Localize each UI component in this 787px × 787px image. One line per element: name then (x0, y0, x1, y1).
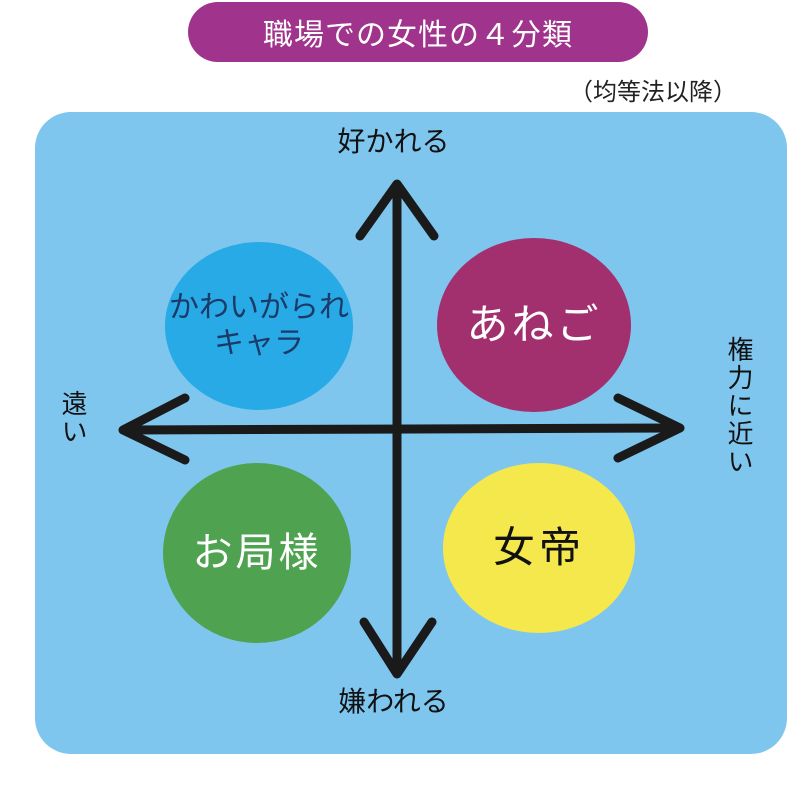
diagram-subtitle: （均等法以降） (569, 78, 737, 106)
arrow-head-up (355, 179, 439, 241)
axis-label-disliked: 嫌われる (338, 685, 449, 718)
circle-kawaigarare: かわいがられ キャラ (165, 242, 353, 410)
circle-anego: あねご (437, 238, 631, 412)
label-anego: あねご (466, 299, 602, 349)
arrow-head-left (118, 393, 190, 465)
axis-label-far: 遠い (57, 390, 87, 446)
label-otsubone: お局様 (192, 530, 322, 576)
label-jotei: 女帝 (492, 522, 585, 572)
title-banner: 職場での女性の４分類 (188, 2, 648, 62)
circle-jotei: 女帝 (443, 463, 635, 633)
axis-label-near-power: 権力に近い (723, 336, 753, 476)
arrow-head-right (613, 393, 685, 463)
axis-label-liked: 好かれる (337, 125, 450, 158)
diagram-title: 職場での女性の４分類 (263, 18, 573, 53)
label-kawaigarare: かわいがられ キャラ (169, 290, 349, 361)
circle-otsubone: お局様 (163, 463, 351, 643)
horizontal-axis-line (120, 423, 683, 435)
arrow-head-down (359, 617, 437, 679)
